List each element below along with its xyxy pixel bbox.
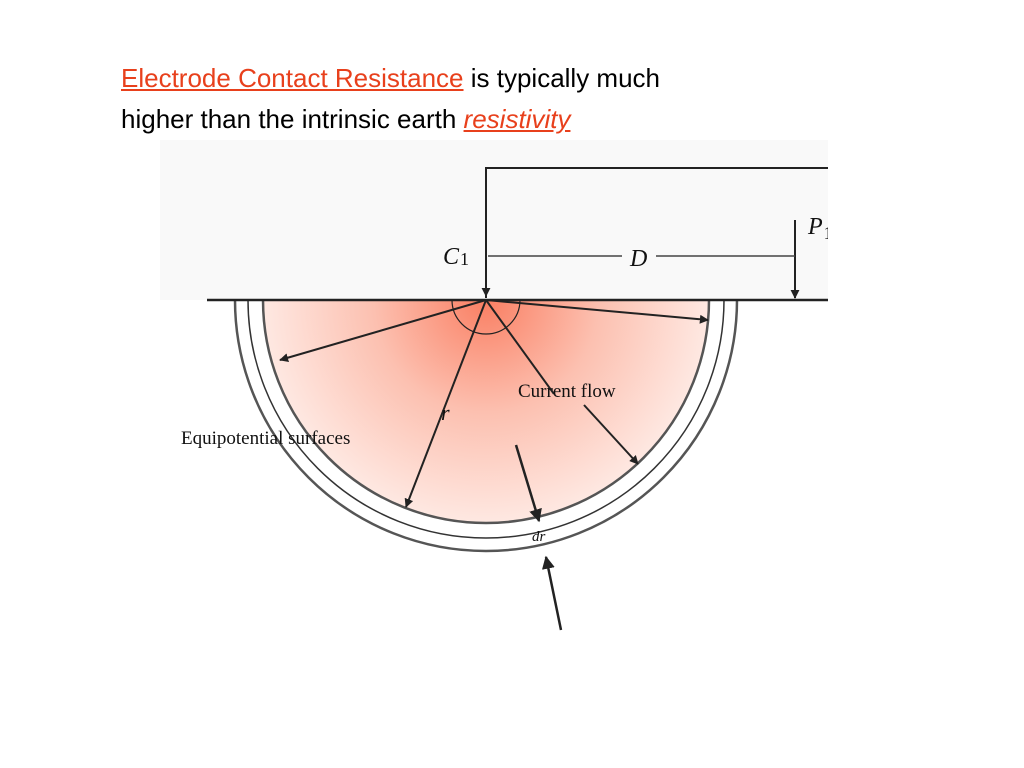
- equipotential-outer: [233, 299, 739, 553]
- radius-label: r: [441, 400, 450, 425]
- dr-arrow-outer: [541, 555, 563, 631]
- equipotential-surfaces-label: Equipotential surfaces: [181, 428, 350, 449]
- heading-text-2: higher than the intrinsic earth: [121, 104, 464, 134]
- p1-label: P1: [807, 214, 833, 243]
- equipotential-inner: [261, 299, 711, 525]
- resistivity-link[interactable]: resistivity: [463, 104, 571, 134]
- equipotential-middle: [247, 299, 725, 539]
- current-arrow-lower-right: [583, 404, 639, 465]
- dr-arrow-inner: [514, 444, 542, 523]
- dr-label: dr: [532, 529, 546, 545]
- current-flow-label: Current flow: [518, 381, 616, 402]
- current-arrow-left: [279, 299, 487, 363]
- distance-label: D: [629, 246, 647, 272]
- electrode-contact-resistance-link[interactable]: Electrode Contact Resistance: [121, 63, 464, 93]
- c1-label: C1: [443, 244, 469, 270]
- current-arrow-right: [485, 299, 709, 324]
- heading-text-1: is typically much: [463, 63, 661, 93]
- current-arrow-stem: [485, 299, 555, 395]
- current-density-glow: [263, 300, 709, 523]
- figure-background: [160, 140, 828, 300]
- current-wire: [485, 167, 828, 298]
- radius-arrow: [404, 299, 487, 508]
- slide-heading: Electrode Contact Resistance is typicall…: [121, 58, 841, 140]
- electrode-hemisphere: [451, 299, 521, 335]
